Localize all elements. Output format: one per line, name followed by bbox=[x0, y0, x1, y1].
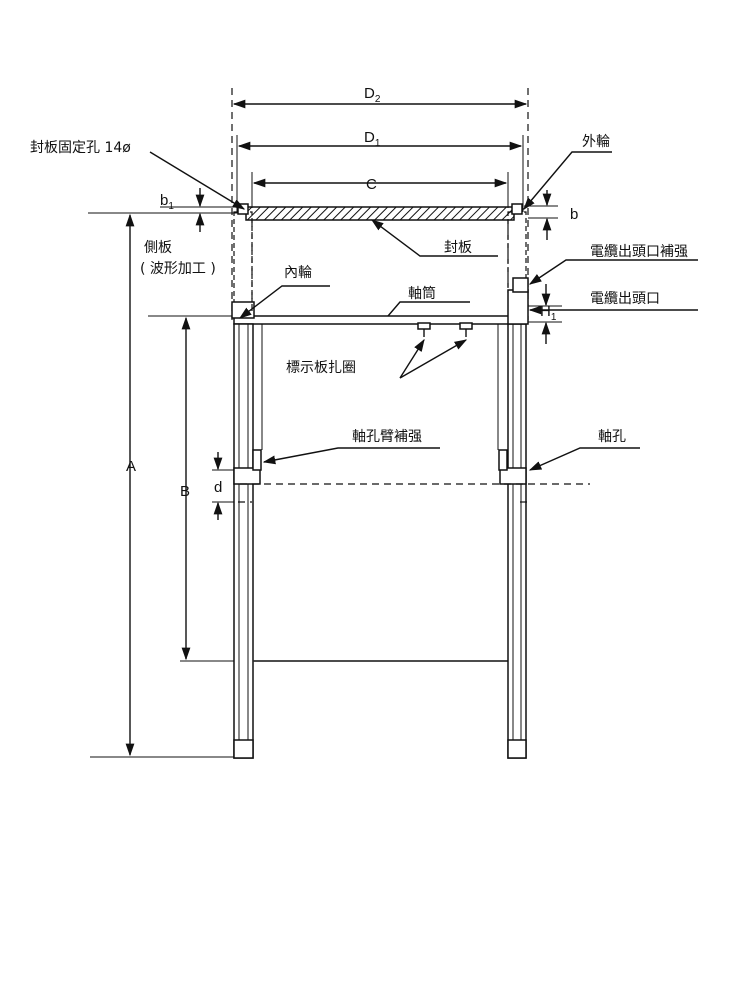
label-outer-rim: 外輪 bbox=[582, 133, 610, 150]
dimension-labels: D2 D1 C b1 b H1 A B d bbox=[126, 85, 578, 500]
label-cable-outlet-reinforce: 電纜出頭口補强 bbox=[590, 243, 688, 260]
cover-plate-shape bbox=[245, 206, 515, 221]
dim-c: C bbox=[366, 176, 377, 193]
leader-lines bbox=[149, 151, 698, 471]
label-shaft-tube: 軸筒 bbox=[408, 285, 436, 302]
dim-h1: H1 bbox=[540, 303, 557, 323]
dim-d: d bbox=[214, 479, 222, 496]
label-cable-outlet: 電纜出頭口 bbox=[590, 290, 660, 307]
reel-body bbox=[231, 203, 590, 759]
dim-d2: D2 bbox=[364, 85, 381, 105]
label-shaft-hole: 軸孔 bbox=[598, 429, 626, 445]
label-fix-hole: 封板固定孔 14ø bbox=[30, 140, 131, 156]
label-inner-rim: 內輪 bbox=[284, 264, 312, 281]
dim-b-height: B bbox=[180, 483, 190, 500]
label-side-plate-note: ( 波形加工 ) bbox=[140, 261, 216, 277]
label-sign-plate-ring: 標示板扎圈 bbox=[286, 360, 356, 376]
dim-d1: D1 bbox=[364, 129, 381, 149]
dim-b: b bbox=[570, 206, 578, 223]
part-labels: 封板固定孔 14ø 外輪 側板 ( 波形加工 ) 封板 內輪 軸筒 電纜出頭口補… bbox=[30, 133, 688, 445]
dim-a: A bbox=[126, 458, 136, 475]
label-cover-plate: 封板 bbox=[444, 240, 472, 256]
dim-b1: b1 bbox=[160, 192, 174, 212]
dimension-lines bbox=[125, 99, 552, 757]
label-shaft-hole-arm-reinforce: 軸孔臂補强 bbox=[352, 429, 422, 445]
label-side-plate: 側板 bbox=[144, 240, 172, 256]
extension-lines bbox=[88, 88, 562, 758]
